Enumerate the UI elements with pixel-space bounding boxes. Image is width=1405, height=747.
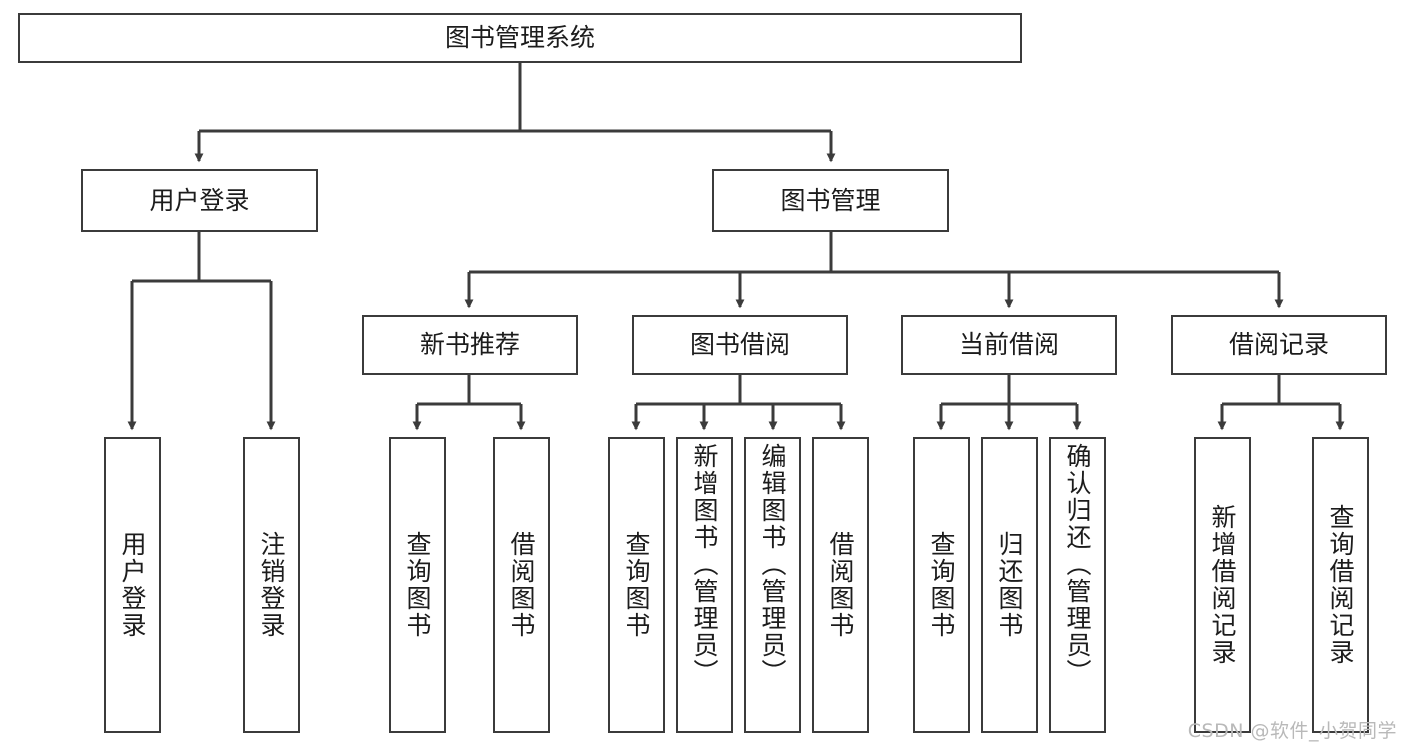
node-leaf-recommend-borrow-book-label: 借阅图书 (507, 531, 536, 639)
node-book-management[interactable]: 图书管理 (712, 169, 949, 232)
node-current-borrow[interactable]: 当前借阅 (901, 315, 1117, 375)
node-leaf-current-return-book-label: 归还图书 (995, 531, 1024, 639)
node-leaf-recommend-query-book[interactable]: 查询图书 (389, 437, 446, 733)
node-book-borrow-label: 图书借阅 (689, 330, 790, 360)
node-leaf-current-query-book[interactable]: 查询图书 (913, 437, 970, 733)
node-leaf-user-login[interactable]: 用户登录 (104, 437, 161, 733)
node-root-label: 图书管理系统 (444, 23, 595, 53)
node-leaf-recommend-borrow-book[interactable]: 借阅图书 (493, 437, 550, 733)
node-new-book-recommend-label: 新书推荐 (419, 330, 520, 360)
node-leaf-borrow-add-book-label: 新增图书（管理员） (690, 443, 719, 686)
node-leaf-records-add-label: 新增借阅记录 (1208, 504, 1237, 666)
node-leaf-borrow-query-book-label: 查询图书 (622, 531, 651, 639)
node-borrow-records-label: 借阅记录 (1228, 330, 1329, 360)
node-leaf-borrow-query-book[interactable]: 查询图书 (608, 437, 665, 733)
node-leaf-borrow-add-book[interactable]: 新增图书（管理员） (676, 437, 733, 733)
node-leaf-borrow-lend-book-label: 借阅图书 (826, 531, 855, 639)
node-root[interactable]: 图书管理系统 (18, 13, 1022, 63)
node-new-book-recommend[interactable]: 新书推荐 (362, 315, 578, 375)
node-leaf-logout[interactable]: 注销登录 (243, 437, 300, 733)
node-leaf-recommend-query-book-label: 查询图书 (403, 531, 432, 639)
node-leaf-current-confirm-return-label: 确认归还（管理员） (1063, 443, 1092, 686)
node-book-borrow[interactable]: 图书借阅 (632, 315, 848, 375)
node-leaf-logout-label: 注销登录 (257, 531, 286, 639)
node-leaf-records-query[interactable]: 查询借阅记录 (1312, 437, 1369, 733)
node-leaf-borrow-edit-book-label: 编辑图书（管理员） (758, 443, 787, 686)
node-borrow-records[interactable]: 借阅记录 (1171, 315, 1387, 375)
node-leaf-current-query-book-label: 查询图书 (927, 531, 956, 639)
node-leaf-borrow-edit-book[interactable]: 编辑图书（管理员） (744, 437, 801, 733)
node-user-login[interactable]: 用户登录 (81, 169, 318, 232)
node-book-management-label: 图书管理 (780, 185, 881, 215)
node-leaf-records-add[interactable]: 新增借阅记录 (1194, 437, 1251, 733)
node-leaf-current-return-book[interactable]: 归还图书 (981, 437, 1038, 733)
node-leaf-records-query-label: 查询借阅记录 (1326, 504, 1355, 666)
node-current-borrow-label: 当前借阅 (958, 330, 1059, 360)
node-user-login-label: 用户登录 (149, 185, 250, 215)
node-leaf-borrow-lend-book[interactable]: 借阅图书 (812, 437, 869, 733)
node-leaf-user-login-label: 用户登录 (118, 531, 147, 639)
node-leaf-current-confirm-return[interactable]: 确认归还（管理员） (1049, 437, 1106, 733)
